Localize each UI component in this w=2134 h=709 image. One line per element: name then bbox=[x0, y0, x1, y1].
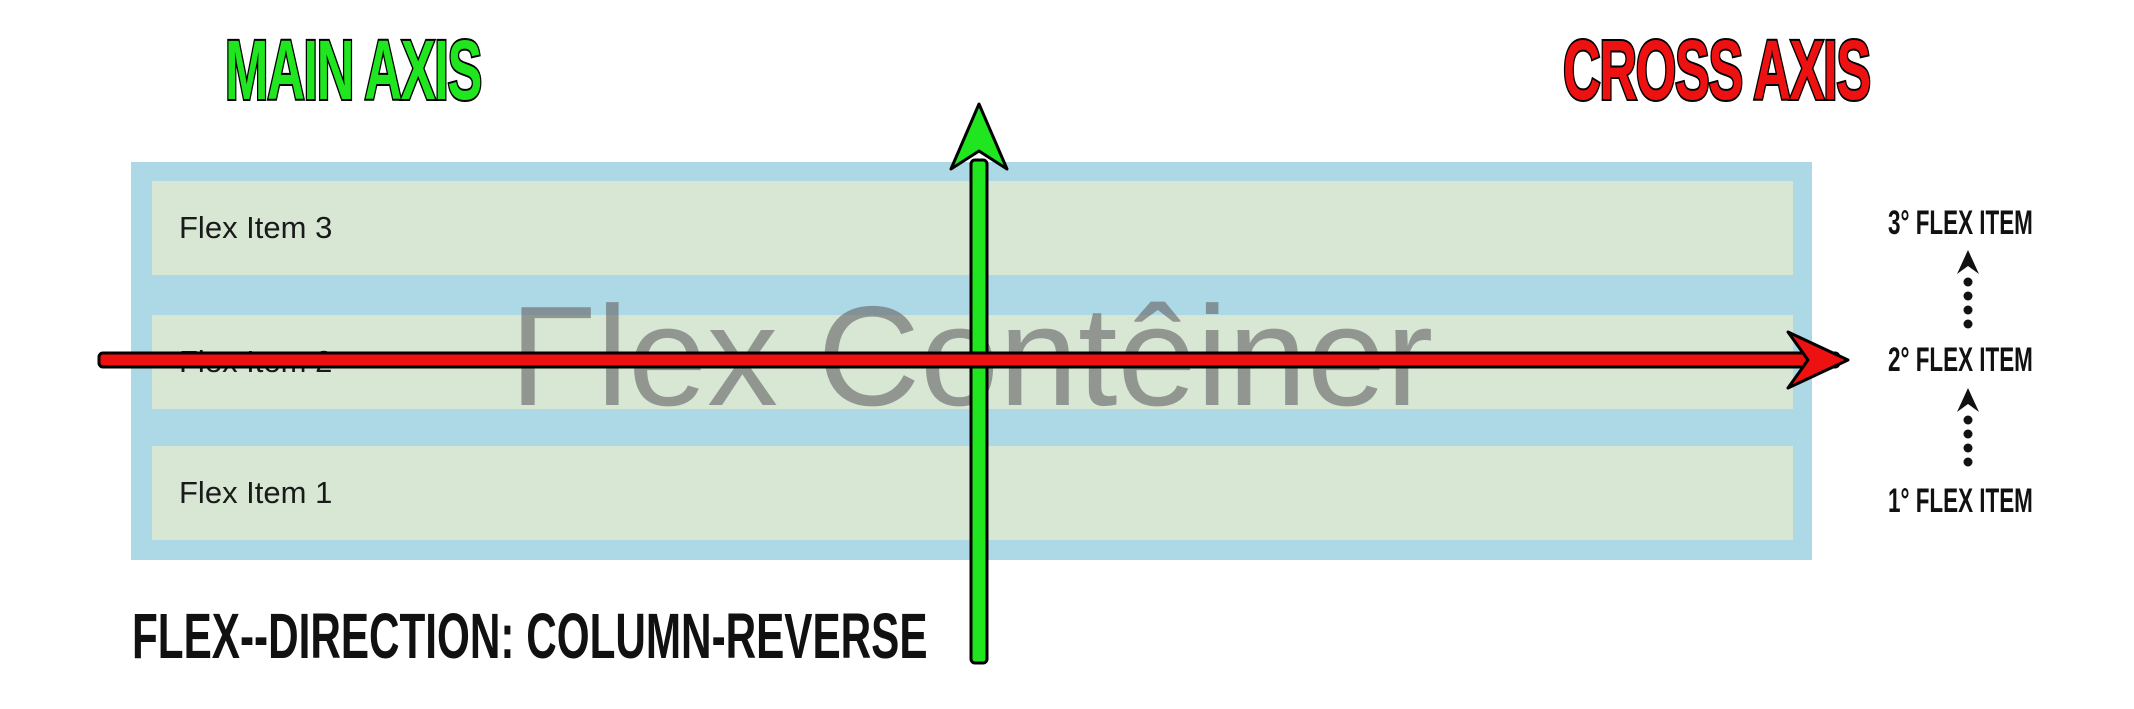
cross-axis-title: CROSS AXIS bbox=[1562, 23, 1873, 117]
main-axis-title: MAIN AXIS bbox=[224, 23, 484, 117]
cross-axis-arrow bbox=[97, 330, 1850, 390]
order-arrow-lower bbox=[1957, 388, 1979, 467]
flex-item-1-label: Flex Item 1 bbox=[179, 475, 333, 510]
flex-direction-caption: FLEX--DIRECTION: COLUMN-REVERSE bbox=[132, 600, 928, 672]
order-arrow-upper bbox=[1957, 250, 1979, 329]
order-label-third: 3° FLEX ITEM bbox=[1888, 204, 2033, 242]
flex-item-3-label: Flex Item 3 bbox=[179, 210, 333, 245]
main-axis-arrow bbox=[949, 102, 1009, 665]
order-label-second: 2° FLEX ITEM bbox=[1888, 341, 2033, 379]
order-label-first: 1° FLEX ITEM bbox=[1888, 482, 2033, 520]
